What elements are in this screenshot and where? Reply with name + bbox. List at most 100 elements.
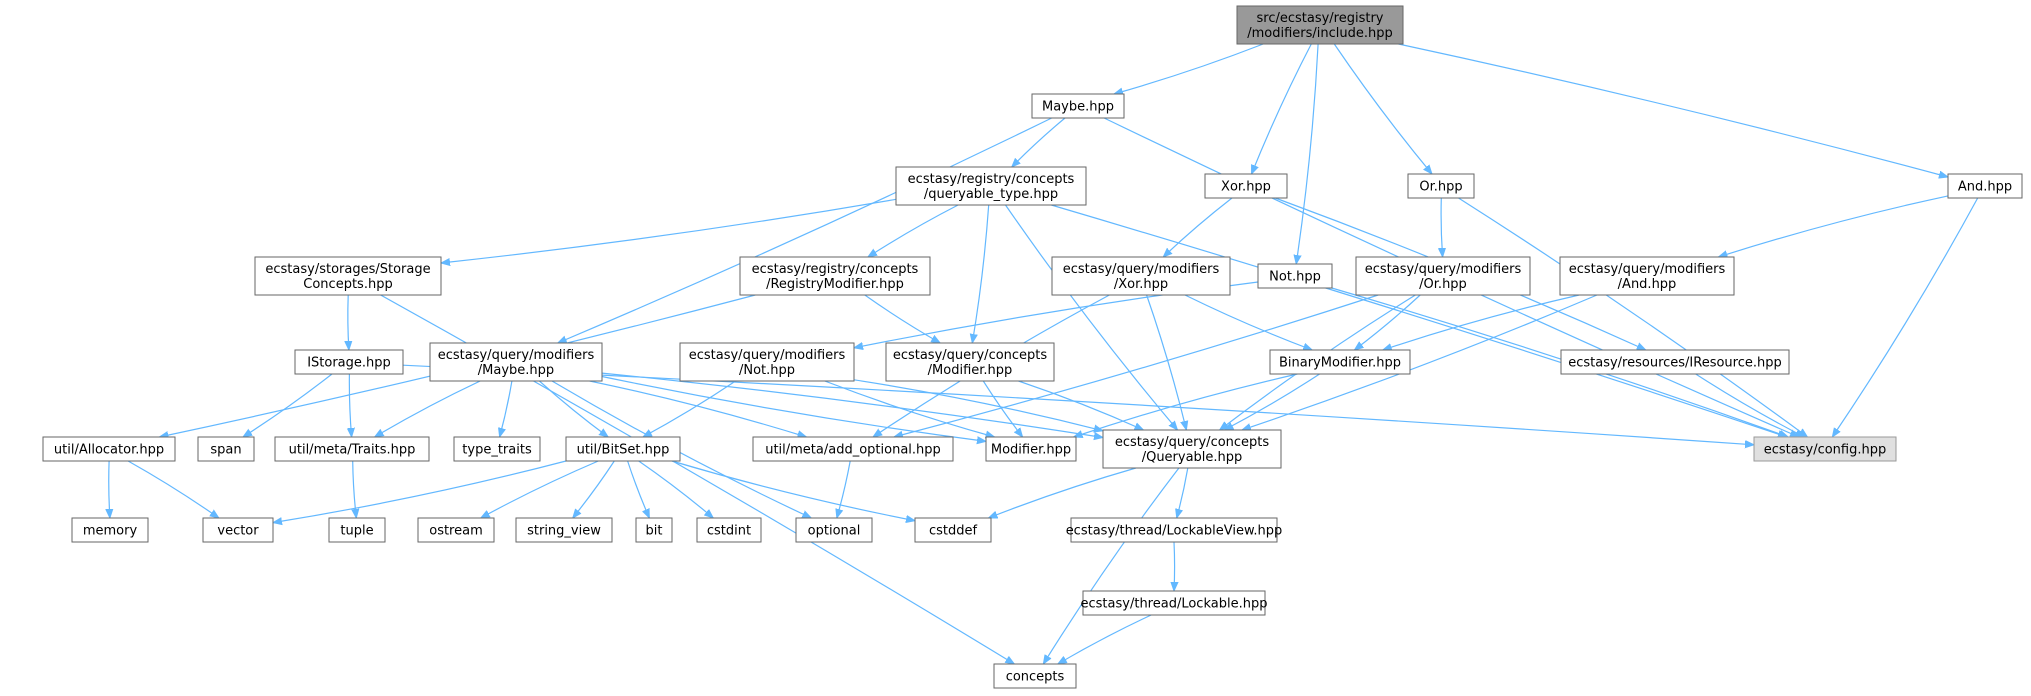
node-optional[interactable]: optional [795, 517, 873, 543]
edge-istorage-to-span [243, 373, 333, 437]
edge-or_top-to-config [1458, 197, 1808, 437]
node-maybe-top[interactable]: Maybe.hpp [1031, 93, 1125, 119]
node-traits[interactable]: util/meta/Traits.hpp [274, 436, 430, 462]
node-concepts[interactable]: concepts [993, 663, 1077, 689]
node-label: Or.hpp [1419, 180, 1462, 195]
edge-qm_maybe-to-bitset [538, 380, 608, 437]
node-box [1355, 256, 1531, 296]
node-binary-modifier[interactable]: BinaryModifier.hpp [1269, 349, 1411, 375]
edge-bitset-to-string_view [573, 460, 615, 518]
node-box [739, 256, 931, 296]
edge-allocator-to-memory [109, 460, 110, 518]
node-not-top[interactable]: Not.hpp [1257, 263, 1333, 289]
edge-queryable_type-to-storage_concepts [441, 198, 897, 263]
node-xor-top[interactable]: Xor.hpp [1204, 173, 1288, 199]
node-box [1407, 173, 1475, 199]
node-box [453, 436, 541, 462]
node-label: ecstasy/registry/concepts [908, 172, 1075, 187]
node-qm-and[interactable]: ecstasy/query/modifiers/And.hpp [1559, 256, 1735, 296]
node-box [565, 436, 681, 462]
node-label: bit [646, 524, 663, 539]
edge-lockable-to-concepts [1058, 614, 1152, 664]
node-string-view[interactable]: string_view [515, 517, 613, 543]
node-label: ecstasy/registry/concepts [752, 262, 919, 277]
node-registry-modifier[interactable]: ecstasy/registry/concepts/RegistryModifi… [739, 256, 931, 296]
node-tuple[interactable]: tuple [328, 517, 386, 543]
edge-qm_or-to-add_optional [894, 294, 1379, 437]
edge-istorage-to-config [402, 364, 1754, 445]
node-or-top[interactable]: Or.hpp [1407, 173, 1475, 199]
edge-qm_or-to-binary_modifier [1354, 294, 1421, 350]
edge-traits-to-tuple [353, 460, 357, 518]
node-qm-not[interactable]: ecstasy/query/modifiers/Not.hpp [679, 342, 855, 382]
node-bitset[interactable]: util/BitSet.hpp [565, 436, 681, 462]
node-root[interactable]: src/ecstasy/registry/modifiers/include.h… [1236, 5, 1404, 45]
edge-istorage-to-traits [349, 373, 351, 437]
node-ostream[interactable]: ostream [417, 517, 495, 543]
node-memory[interactable]: memory [71, 517, 149, 543]
node-box [1051, 256, 1231, 296]
edge-bitset-to-bit [627, 460, 650, 518]
edge-root-to-and_top [1398, 43, 1949, 177]
edge-add_optional-to-optional [837, 460, 851, 518]
edge-qm_maybe-to-add_optional [589, 380, 807, 437]
node-istorage[interactable]: IStorage.hpp [294, 349, 404, 375]
node-label: memory [83, 524, 138, 539]
node-box [1070, 517, 1278, 543]
node-box [429, 342, 603, 382]
node-label: Xor.hpp [1221, 180, 1271, 195]
node-box [993, 663, 1077, 689]
node-label: /And.hpp [1618, 277, 1677, 292]
node-cstdint[interactable]: cstdint [696, 517, 762, 543]
node-box [42, 436, 176, 462]
node-label: Modifier.hpp [991, 443, 1071, 458]
node-qc-modifier[interactable]: ecstasy/query/concepts/Modifier.hpp [885, 342, 1055, 382]
edge-bitset-to-cstddef [671, 460, 915, 521]
node-label: Concepts.hpp [303, 277, 392, 292]
node-allocator[interactable]: util/Allocator.hpp [42, 436, 176, 462]
edge-lockable_view-to-lockable [1174, 541, 1175, 591]
node-cstddef[interactable]: cstddef [914, 517, 992, 543]
edge-and_top-to-qm_and [1718, 195, 1949, 257]
node-box [795, 517, 873, 543]
node-add-optional[interactable]: util/meta/add_optional.hpp [752, 436, 954, 462]
node-queryable[interactable]: ecstasy/query/concepts/Queryable.hpp [1102, 429, 1282, 469]
node-label: /Or.hpp [1419, 277, 1467, 292]
node-modifier-hpp[interactable]: Modifier.hpp [985, 436, 1077, 462]
node-label: string_view [527, 524, 601, 539]
node-box [197, 436, 255, 462]
node-label: ecstasy/storages/Storage [265, 262, 430, 277]
edge-or_top-to-qm_or [1441, 197, 1443, 257]
node-qm-maybe[interactable]: ecstasy/query/modifiers/Maybe.hpp [429, 342, 603, 382]
node-queryable-type[interactable]: ecstasy/registry/concepts/queryable_type… [895, 166, 1087, 206]
node-iresource[interactable]: ecstasy/resources/IResource.hpp [1560, 349, 1790, 375]
node-span[interactable]: span [197, 436, 255, 462]
edge-root-to-maybe_top [1114, 43, 1264, 94]
edge-iresource-to-config [1695, 373, 1805, 437]
edge-bitset-to-cstdint [638, 460, 714, 518]
node-label: ecstasy/query/modifiers [689, 348, 846, 363]
node-label: util/Allocator.hpp [54, 443, 164, 458]
node-label: ecstasy/query/modifiers [1365, 262, 1522, 277]
node-box [696, 517, 762, 543]
edge-bitset-to-ostream [481, 460, 599, 518]
edge-and_top-to-config [1832, 197, 1979, 437]
edge-queryable_type-to-qc_modifier [972, 204, 990, 343]
node-qm-or[interactable]: ecstasy/query/modifiers/Or.hpp [1355, 256, 1531, 296]
node-box [294, 349, 404, 375]
node-and-top[interactable]: And.hpp [1947, 173, 2023, 199]
node-qm-xor[interactable]: ecstasy/query/modifiers/Xor.hpp [1051, 256, 1231, 296]
node-config[interactable]: ecstasy/config.hpp [1753, 436, 1897, 462]
node-label: /Modifier.hpp [928, 363, 1013, 378]
node-label: /Not.hpp [739, 363, 795, 378]
node-box [1269, 349, 1411, 375]
node-type-traits[interactable]: type_traits [453, 436, 541, 462]
node-vector[interactable]: vector [202, 517, 274, 543]
node-lockable[interactable]: ecstasy/thread/Lockable.hpp [1081, 590, 1268, 616]
node-bit[interactable]: bit [635, 517, 673, 543]
edge-qm_not-to-bitset [643, 380, 736, 437]
node-label: cstdint [707, 524, 751, 539]
edge-qm_not-to-queryable [853, 379, 1103, 431]
node-lockable-view[interactable]: ecstasy/thread/LockableView.hpp [1066, 517, 1283, 543]
